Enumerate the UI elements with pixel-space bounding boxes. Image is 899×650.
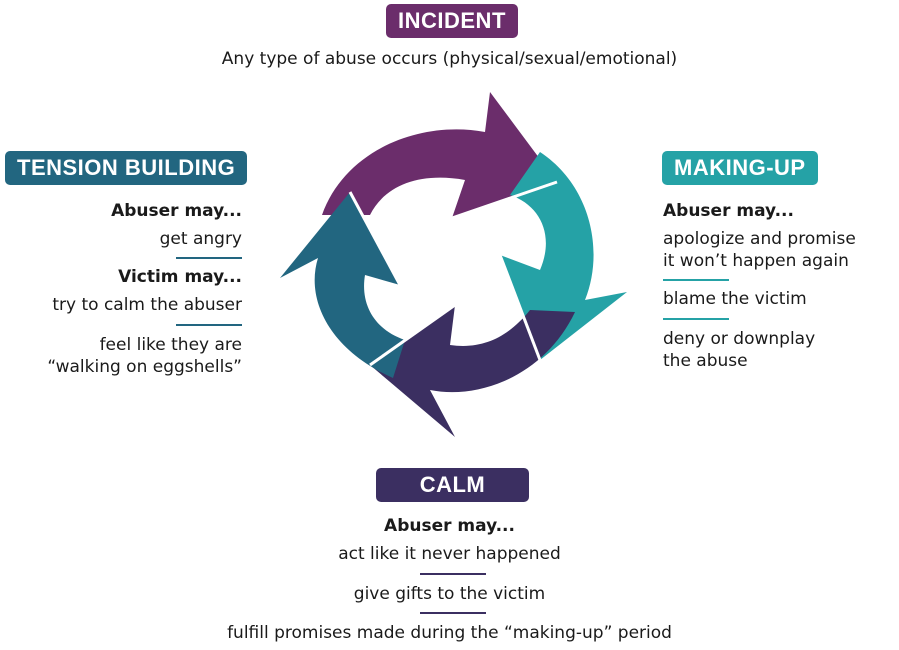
tension-building-badge: TENSION BUILDING — [5, 151, 248, 185]
divider — [420, 573, 486, 575]
calm-arrow — [370, 305, 575, 437]
divider — [176, 324, 242, 326]
incident-arrow — [322, 92, 557, 218]
making-up-badge: MAKING-UP — [662, 151, 818, 185]
making-up-item: apologize and promise — [663, 229, 856, 249]
making-up-abuser-heading: Abuser may... — [663, 201, 794, 221]
divider — [663, 279, 729, 281]
making-up-item: blame the victim — [663, 289, 807, 309]
tension-victim-item: feel like they are — [99, 335, 242, 355]
tension-victim-heading: Victim may... — [118, 267, 242, 287]
tension-arrow — [280, 192, 405, 378]
divider — [420, 612, 486, 614]
making-up-item: deny or downplay — [663, 329, 816, 349]
divider — [176, 257, 242, 259]
tension-abuser-heading: Abuser may... — [111, 201, 242, 221]
making-up-item: it won’t happen again — [663, 251, 849, 271]
calm-item: give gifts to the victim — [353, 584, 546, 604]
making-up-arrow — [500, 152, 627, 360]
incident-description: Any type of abuse occurs (physical/sexua… — [221, 49, 678, 69]
calm-badge: CALM — [376, 468, 529, 502]
calm-item: act like it never happened — [338, 544, 561, 564]
making-up-item: the abuse — [663, 351, 748, 371]
calm-item: fulfill promises made during the “making… — [227, 623, 672, 643]
tension-victim-item: “walking on eggshells” — [47, 357, 242, 377]
calm-abuser-heading: Abuser may... — [384, 516, 515, 536]
divider — [663, 318, 729, 320]
tension-abuser-item: get angry — [159, 229, 242, 249]
tension-victim-item: try to calm the abuser — [52, 295, 242, 315]
incident-badge: INCIDENT — [386, 4, 518, 38]
